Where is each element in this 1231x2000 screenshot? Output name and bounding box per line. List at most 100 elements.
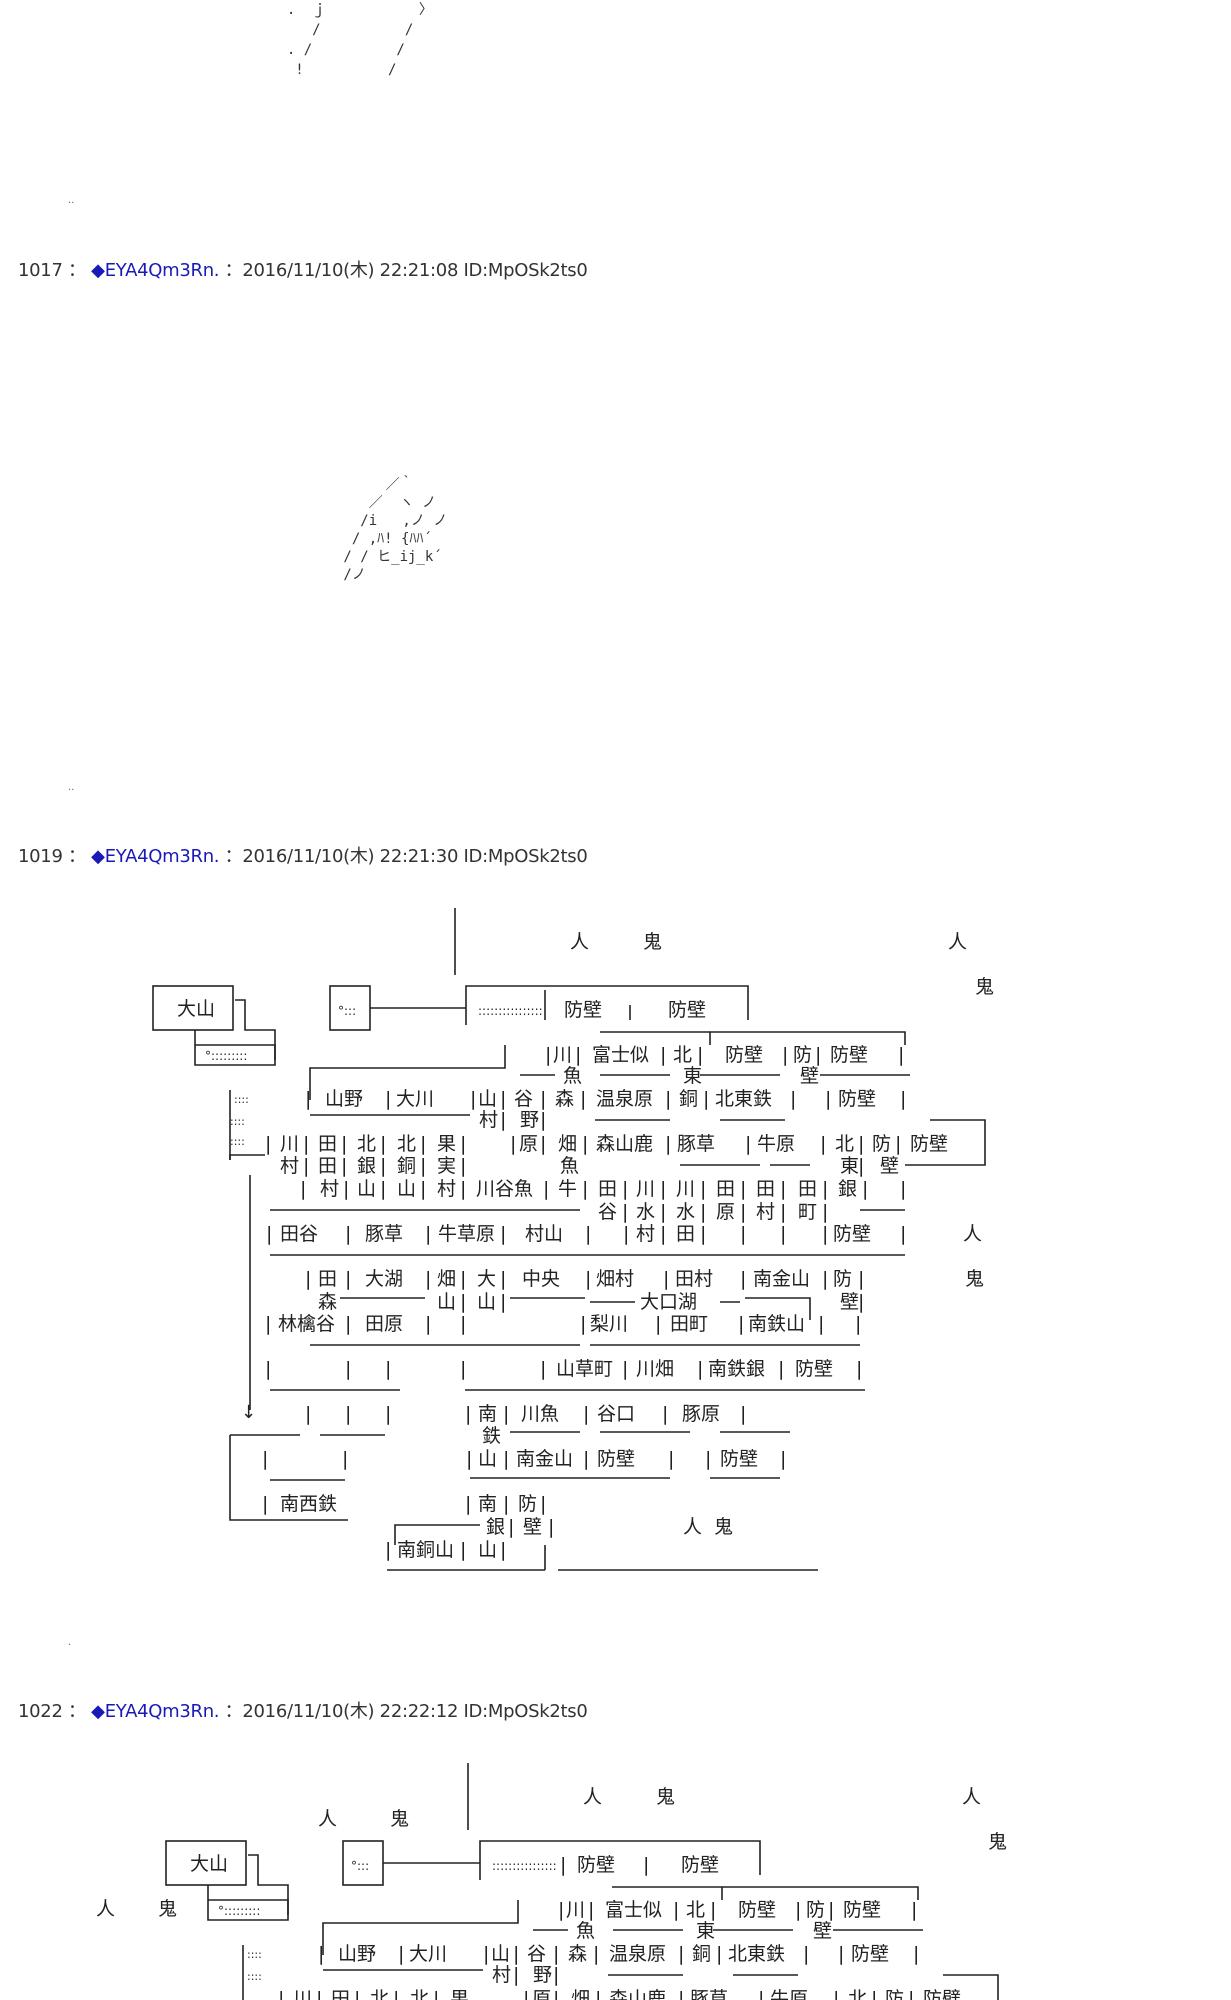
svg-text:|: | [433,1988,439,2000]
trip-code[interactable]: ◆EYA4Qm3Rn. [91,846,220,867]
svg-text:|: | [663,1268,669,1290]
map-mura: 村 [479,1109,498,1131]
svg-text:|: | [833,1988,839,2000]
map-no: 野 [520,1109,539,1131]
svg-text:|: | [558,1899,564,1921]
svg-text:|: | [795,1899,801,1921]
svg-text:|: | [380,1178,386,1200]
svg-text:|: | [580,1088,586,1110]
map-yama: 山 [478,1448,497,1470]
map-kita: 北 [397,1133,416,1155]
svg-text:|: | [460,1313,466,1335]
map-kawa: 川 [676,1178,695,1200]
map-tani: 谷 [514,1088,533,1110]
map-taya: 田谷 [280,1223,318,1245]
map-mori: 森 [555,1088,574,1110]
svg-text:|: | [503,1493,509,1515]
map-kita: 北 [673,1044,692,1066]
svg-text:|: | [655,1313,661,1335]
map-kawatanigyo: 川谷魚 [476,1178,533,1200]
svg-text:|: | [820,1133,826,1155]
svg-text:|: | [858,1268,864,1290]
map-wall: 防壁 [838,1088,876,1110]
svg-text:|: | [678,1943,684,1965]
post-number: 1017 [18,260,63,281]
map-gyuhara: 牛原 [770,1988,808,2000]
svg-text:|: | [803,1943,809,1965]
svg-text:|: | [740,1178,746,1200]
svg-text:|: | [545,1044,551,1066]
map-minamidouyama: 南銅山 [397,1539,454,1561]
trip-code[interactable]: ◆EYA4Qm3Rn. [91,260,220,281]
svg-text:|: | [660,1044,666,1066]
map-okuchiko: 大口湖 [640,1291,697,1313]
svg-text:|: | [900,1178,906,1200]
svg-text:°:::: °::: [338,1004,356,1018]
svg-text:|: | [585,1268,591,1290]
map-east: 東 [696,1920,715,1942]
svg-text:|: | [745,1133,751,1155]
map-moriyamashika: 森山鹿 [596,1133,653,1155]
map-yama: 山 [478,1539,497,1561]
svg-text:|: | [393,1988,399,2000]
map-kita: 北 [686,1899,705,1921]
svg-text:|: | [513,1964,519,1986]
map-person: 人 [318,1808,337,1830]
svg-text:|: | [540,1088,546,1110]
map-wall: 防壁 [577,1854,615,1876]
map-mura: 村 [492,1964,511,1986]
svg-text:|: | [582,1133,588,1155]
svg-text:|: | [553,1943,559,1965]
map-onsenhara: 温泉原 [596,1088,653,1110]
svg-text:|: | [553,1988,559,2000]
map-okawa: 大川 [396,1088,434,1110]
map-murayama: 村山 [525,1223,563,1245]
svg-text:|: | [822,1268,828,1290]
map-wall: 防壁 [668,999,706,1021]
map-fish: 魚 [576,1920,595,1942]
svg-text:|: | [895,1133,901,1155]
svg-text:|: | [665,1133,671,1155]
map-ta: 田 [716,1178,735,1200]
trip-code[interactable]: ◆EYA4Qm3Rn. [91,1701,220,1722]
svg-text:|: | [580,1313,586,1335]
map-person: 人 [683,1516,702,1538]
svg-text:|: | [705,1448,711,1470]
post-header: 1017 ： ◆EYA4Qm3Rn. ：2016/11/10(木) 22:21:… [18,260,588,281]
svg-text:|: | [341,1133,347,1155]
map-yama: 山 [397,1178,416,1200]
svg-text:|: | [540,1358,546,1380]
map-gyuhara: 牛原 [757,1133,795,1155]
svg-text:|: | [265,1133,271,1155]
map-fujini: 富士似 [592,1044,649,1066]
map-kitahigashitetsu: 北東鉄 [715,1088,772,1110]
svg-text:|: | [900,1223,906,1245]
map-yamano: 山野 [325,1088,363,1110]
svg-text:|: | [265,1358,271,1380]
svg-text:|: | [828,1899,834,1921]
svg-text:|: | [345,1403,351,1425]
map-okawa: 大川 [409,1943,447,1965]
map-wall: 防壁 [738,1899,776,1921]
svg-text:|: | [343,1178,349,1200]
svg-text:|: | [540,1493,546,1515]
svg-text:|: | [780,1201,786,1223]
map-mura: 村 [636,1223,655,1245]
map-wall: 防壁 [910,1133,948,1155]
svg-text:|: | [420,1133,426,1155]
map-tani: 谷 [527,1943,546,1965]
svg-text:|: | [697,1358,703,1380]
svg-text:|: | [911,1899,917,1921]
map-tetsu: 鉄 [482,1425,501,1447]
svg-text:|: | [913,1943,919,1965]
map-wall: 防壁 [833,1223,871,1245]
svg-text:|: | [460,1155,466,1177]
svg-text:|: | [508,1516,514,1538]
svg-text:|: | [822,1178,828,1200]
svg-text:|: | [354,1988,360,2000]
svg-text:|: | [855,1313,861,1335]
map-butakusa: 豚草 [690,1988,728,2000]
svg-text:|: | [466,1448,472,1470]
map-dai: 大 [477,1268,496,1290]
map-ta: 田 [318,1133,337,1155]
